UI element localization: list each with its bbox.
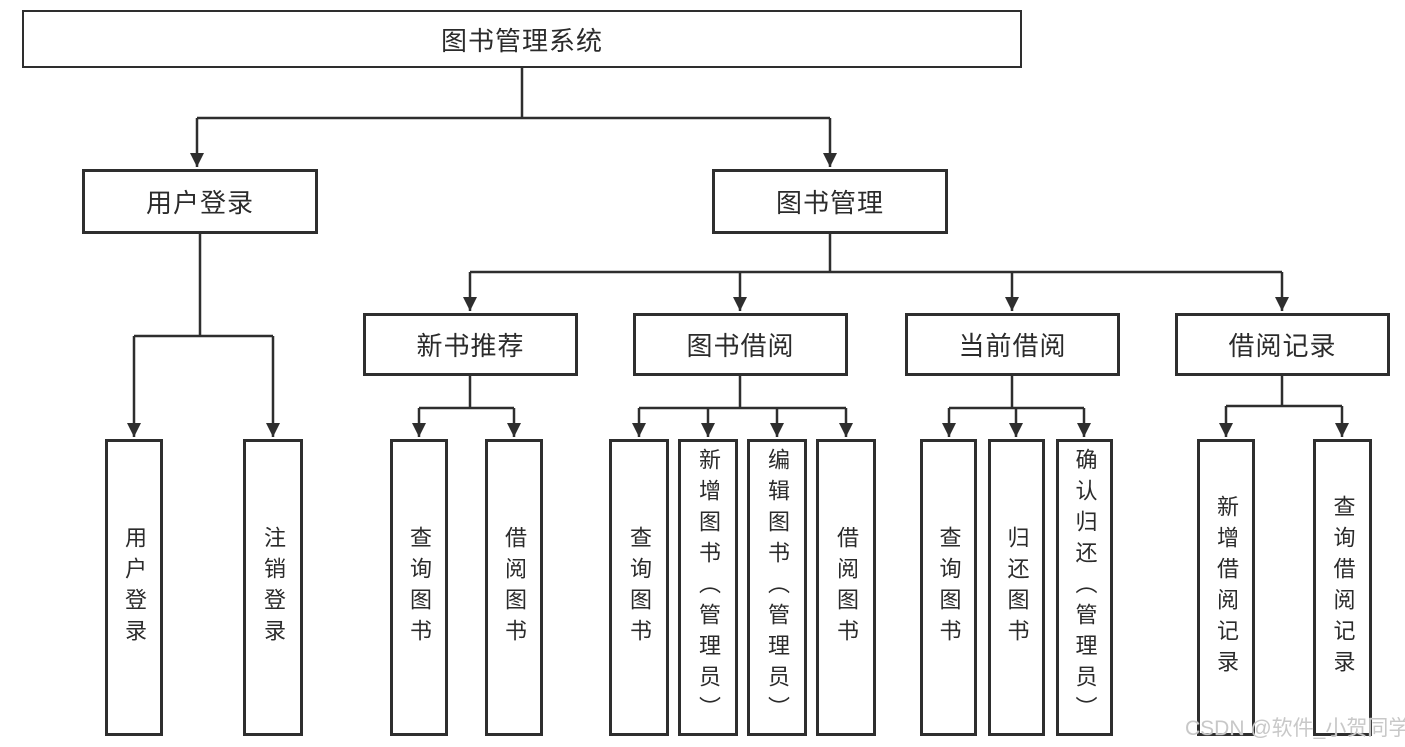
node-label: 用户登录 xyxy=(145,188,254,218)
node-borrow-record: 借阅记录 xyxy=(1175,313,1390,376)
connector-borrow-record-branch xyxy=(1219,376,1349,437)
node-leaf-query-borrow-record: 查询借阅记录 xyxy=(1313,439,1372,736)
node-book-management: 图书管理 xyxy=(712,169,948,234)
node-label: 查询图书 xyxy=(407,525,432,650)
connector-root-branch xyxy=(190,68,837,167)
node-label: 注销登录 xyxy=(261,525,286,650)
node-leaf-add-book-admin: 新增图书（管理员） xyxy=(678,439,738,736)
node-leaf-query-books-current: 查询图书 xyxy=(920,439,977,736)
node-leaf-query-books-recommend: 查询图书 xyxy=(390,439,448,736)
connector-user-login-branch xyxy=(127,234,280,437)
connector-book-management-branch xyxy=(463,234,1289,311)
node-new-book-recommend: 新书推荐 xyxy=(363,313,578,376)
node-user-login: 用户登录 xyxy=(82,169,318,234)
node-label: 归还图书 xyxy=(1004,525,1030,650)
node-leaf-logout: 注销登录 xyxy=(243,439,303,736)
node-label: 编辑图书（管理员） xyxy=(765,448,790,727)
node-leaf-edit-book-admin: 编辑图书（管理员） xyxy=(747,439,807,736)
node-label: 借阅图书 xyxy=(502,525,527,650)
node-leaf-confirm-return-admin: 确认归还（管理员） xyxy=(1056,439,1113,736)
node-current-borrow: 当前借阅 xyxy=(905,313,1120,376)
node-leaf-borrow-books-recommend: 借阅图书 xyxy=(485,439,543,736)
node-leaf-query-books-borrow: 查询图书 xyxy=(609,439,669,736)
node-label: 新增图书（管理员） xyxy=(696,448,721,727)
node-label: 图书管理 xyxy=(775,188,884,218)
node-label: 确认归还（管理员） xyxy=(1072,448,1098,727)
node-label: 查询图书 xyxy=(936,525,962,650)
node-leaf-add-borrow-record: 新增借阅记录 xyxy=(1197,439,1255,736)
node-book-borrow: 图书借阅 xyxy=(633,313,848,376)
node-label: 图书管理系统 xyxy=(440,25,603,56)
csdn-watermark: CSDN @软件_小贺同学 xyxy=(1185,717,1405,740)
node-label: 新书推荐 xyxy=(416,331,525,361)
node-leaf-user-login: 用户登录 xyxy=(105,439,163,736)
node-label: 图书借阅 xyxy=(686,331,795,361)
node-label: 当前借阅 xyxy=(958,331,1067,361)
connector-current-borrow-branch xyxy=(942,376,1091,437)
node-label: 新增借阅记录 xyxy=(1214,494,1239,681)
node-leaf-return-book: 归还图书 xyxy=(988,439,1045,736)
node-label: 查询借阅记录 xyxy=(1330,494,1356,681)
node-leaf-borrow-books: 借阅图书 xyxy=(816,439,876,736)
node-library-management-system: 图书管理系统 xyxy=(22,10,1022,68)
node-label: 用户登录 xyxy=(122,525,147,650)
node-label: 借阅记录 xyxy=(1228,331,1337,361)
node-label: 查询图书 xyxy=(627,525,652,650)
connector-new-book-branch xyxy=(412,376,521,437)
node-label: 借阅图书 xyxy=(834,525,859,650)
connector-book-borrow-branch xyxy=(632,376,853,437)
